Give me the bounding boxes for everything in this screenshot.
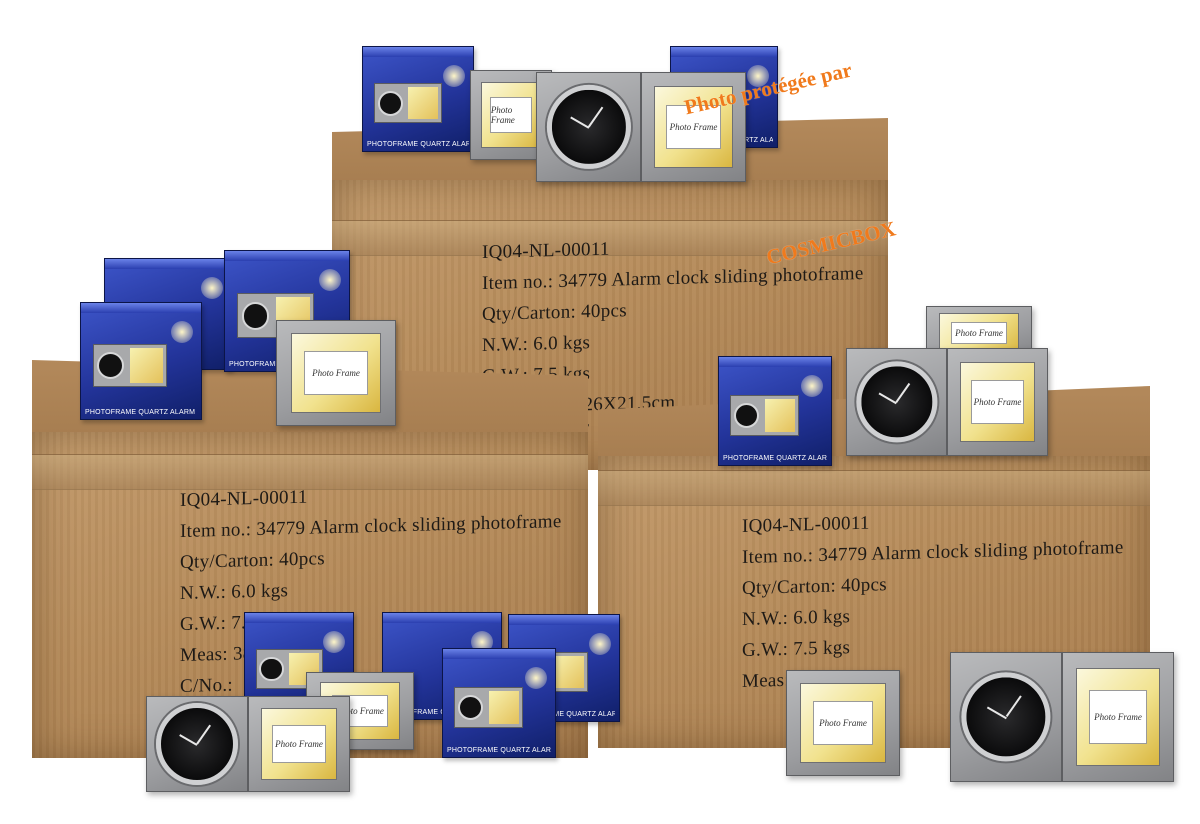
alarm-clock-photoframe-open: Photo Frame [846, 348, 1048, 456]
product-thumbnail [454, 686, 524, 728]
photo-frame-label: Photo Frame [666, 104, 721, 150]
frame-half: Photo Frame [248, 696, 350, 792]
sun-graphic [201, 277, 223, 299]
photo-frame-label: Photo Frame [1088, 690, 1148, 744]
photo-frame-closed: Photo Frame [786, 670, 900, 776]
photo-frame-label: Photo Frame [304, 351, 368, 395]
retail-box: PHOTOFRAME QUARTZ ALARM CLOCK [718, 356, 832, 466]
photo-frame-label: Photo Frame [813, 701, 873, 745]
clock-face-icon [961, 672, 1051, 762]
retail-box: PHOTOFRAME QUARTZ ALARM CLOCK [362, 46, 474, 152]
sun-graphic [747, 65, 769, 87]
sun-graphic [323, 631, 345, 653]
product-thumbnail [93, 343, 167, 388]
alarm-clock-photoframe-open: Photo Frame [146, 696, 350, 792]
sun-graphic [589, 633, 611, 655]
sun-graphic [801, 375, 823, 397]
retail-box-label: PHOTOFRAME QUARTZ ALARM CLOCK [85, 409, 197, 416]
photo-frame-label: Photo Frame [971, 380, 1024, 424]
clock-half [536, 72, 641, 182]
sun-graphic [319, 269, 341, 291]
clock-half [146, 696, 248, 792]
retail-box-label: PHOTOFRAME QUARTZ ALARM CLOCK [367, 141, 469, 148]
retail-box: PHOTOFRAME QUARTZ ALARM CLOCK [80, 302, 202, 420]
sun-graphic [525, 667, 547, 689]
clock-face-icon [855, 361, 938, 443]
clock-half [950, 652, 1062, 782]
clock-face-icon [546, 84, 631, 170]
sun-graphic [443, 65, 465, 87]
carton-tape [332, 220, 888, 256]
frame-half: Photo Frame [1062, 652, 1174, 782]
product-thumbnail [374, 83, 442, 123]
clock-face-icon [156, 703, 238, 785]
product-thumbnail [255, 649, 323, 689]
alarm-clock-photoframe-open: Photo Frame [950, 652, 1174, 782]
photo-frame-label: Photo Frame [489, 96, 533, 134]
sun-graphic [171, 321, 193, 343]
frame-half: Photo Frame [947, 348, 1048, 456]
retail-box-label: PHOTOFRAME QUARTZ ALARM CLOCK [723, 455, 827, 462]
photo-frame-closed: Photo Frame [276, 320, 396, 426]
product-thumbnail [730, 394, 800, 436]
sun-graphic [471, 631, 493, 653]
retail-box-label: PHOTOFRAME QUARTZ ALARM CLOCK [447, 747, 551, 754]
retail-box: PHOTOFRAME QUARTZ ALARM CLOCK [442, 648, 556, 758]
carton-tape [32, 454, 588, 490]
clock-half [846, 348, 947, 456]
photo-frame-label: Photo Frame [272, 724, 326, 764]
carton-tape [598, 470, 1150, 506]
alarm-clock-photoframe-open: Photo Frame [536, 72, 746, 182]
frame-half: Photo Frame [641, 72, 746, 182]
photo-frame-label: Photo Frame [951, 322, 1007, 344]
retail-box-label: PHOTOFRAME QUARTZ ALARM CLOCK [513, 711, 615, 718]
